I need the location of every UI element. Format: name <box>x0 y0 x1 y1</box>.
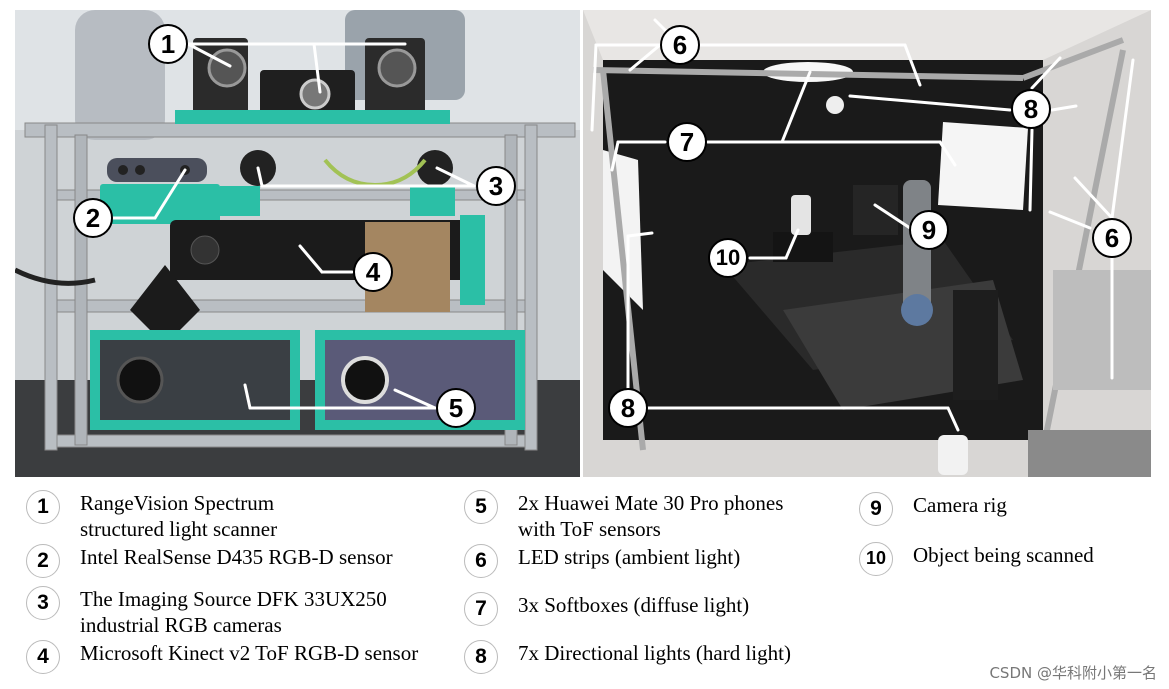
callout-8-bottom: 8 <box>608 388 648 428</box>
legend-number: 1 <box>26 490 60 524</box>
legend-number: 10 <box>859 542 893 576</box>
legend-number: 8 <box>464 640 498 674</box>
legend-item-3: 3 The Imaging Source DFK 33UX250 industr… <box>26 586 387 638</box>
legend-item-6: 6 LED strips (ambient light) <box>464 544 740 578</box>
legend-label: LED strips (ambient light) <box>518 545 741 569</box>
legend-label: Camera rig <box>913 493 1007 517</box>
legend-item-10: 10 Object being scanned <box>859 542 1094 576</box>
legend-label: 7x Directional lights (hard light) <box>518 641 791 665</box>
legend-label: RangeVision Spectrum structured light sc… <box>80 491 278 541</box>
callout-10: 10 <box>708 238 748 278</box>
callout-2: 2 <box>73 198 113 238</box>
legend-label: The Imaging Source DFK 33UX250 industria… <box>80 587 387 637</box>
legend-label: 3x Softboxes (diffuse light) <box>518 593 750 617</box>
legend-item-1: 1 RangeVision Spectrum structured light … <box>26 490 277 542</box>
legend-number: 6 <box>464 544 498 578</box>
legend-item-4: 4 Microsoft Kinect v2 ToF RGB-D sensor <box>26 640 418 674</box>
legend-label: Object being scanned <box>913 543 1094 567</box>
callout-3: 3 <box>476 166 516 206</box>
callout-5: 5 <box>436 388 476 428</box>
legend-number: 2 <box>26 544 60 578</box>
callout-8-top: 8 <box>1011 89 1051 129</box>
watermark: CSDN @华科附小第一名 <box>989 664 1157 682</box>
scanning-booth-photo <box>583 10 1151 477</box>
legend-item-2: 2 Intel RealSense D435 RGB-D sensor <box>26 544 393 578</box>
legend-number: 4 <box>26 640 60 674</box>
legend-item-7: 7 3x Softboxes (diffuse light) <box>464 592 749 626</box>
callout-6-top: 6 <box>660 25 700 65</box>
callout-9: 9 <box>909 210 949 250</box>
camera-rig-photo <box>15 10 580 477</box>
callout-6-right: 6 <box>1092 218 1132 258</box>
legend-number: 3 <box>26 586 60 620</box>
legend-number: 9 <box>859 492 893 526</box>
legend-item-5: 5 2x Huawei Mate 30 Pro phones with ToF … <box>464 490 783 542</box>
legend-number: 7 <box>464 592 498 626</box>
legend-number: 5 <box>464 490 498 524</box>
legend-item-8: 8 7x Directional lights (hard light) <box>464 640 791 674</box>
legend-label: Microsoft Kinect v2 ToF RGB-D sensor <box>80 641 419 665</box>
legend-item-9: 9 Camera rig <box>859 492 1007 526</box>
callout-7: 7 <box>667 122 707 162</box>
callout-4: 4 <box>353 252 393 292</box>
callout-1: 1 <box>148 24 188 64</box>
legend-label: 2x Huawei Mate 30 Pro phones with ToF se… <box>518 491 784 541</box>
legend-label: Intel RealSense D435 RGB-D sensor <box>80 545 393 569</box>
legend: 1 RangeVision Spectrum structured light … <box>0 482 1169 682</box>
